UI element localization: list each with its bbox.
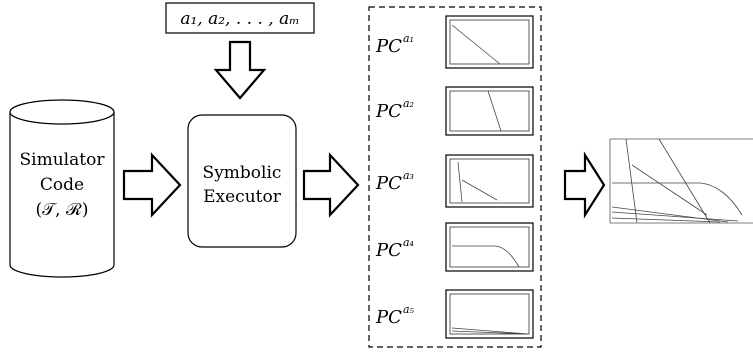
pc-label: PC xyxy=(375,240,402,261)
pc-label: PC xyxy=(375,101,402,122)
path-condition-4: PC a₄ xyxy=(375,222,534,272)
simulator-label-line3: (𝒯, ℛ) xyxy=(36,200,89,220)
simulator-label-line2: Code xyxy=(40,175,84,195)
symbolic-executor-box: Symbolic Executor xyxy=(187,114,297,248)
pc-plot-2 xyxy=(445,86,534,136)
pc-plot-4 xyxy=(445,222,534,272)
pc-superscript: a₁ xyxy=(403,32,414,45)
executor-label-line1: Symbolic xyxy=(203,163,282,183)
pc-plot-1 xyxy=(445,15,534,69)
pc-superscript: a₃ xyxy=(403,169,414,182)
combined-path-condition-plot xyxy=(609,138,753,224)
path-condition-5: PC a₅ xyxy=(375,289,534,339)
simulator-label-line1: Simulator xyxy=(20,150,106,170)
pc-superscript: a₂ xyxy=(403,97,414,110)
pc-plot-3 xyxy=(445,154,534,208)
right-arrow-2 xyxy=(302,152,360,218)
right-arrow-1 xyxy=(122,152,182,218)
simulator-code-cylinder: Simulator Code (𝒯, ℛ) xyxy=(9,99,115,278)
pc-label: PC xyxy=(375,173,402,194)
executor-label-line2: Executor xyxy=(203,187,282,207)
pc-label: PC xyxy=(375,307,402,328)
parameters-text: a₁, a₂, . . . , aₘ xyxy=(180,9,299,29)
path-condition-2: PC a₂ xyxy=(375,86,534,136)
pc-plot-5 xyxy=(445,289,534,339)
down-arrow xyxy=(213,40,267,100)
pc-label: PC xyxy=(375,36,402,57)
pc-superscript: a₄ xyxy=(403,236,414,249)
path-conditions-container xyxy=(368,6,542,348)
right-arrow-3 xyxy=(563,151,606,219)
parameters-box: a₁, a₂, . . . , aₘ xyxy=(165,2,315,34)
path-condition-1: PC a₁ xyxy=(375,15,534,69)
pc-superscript: a₅ xyxy=(403,303,415,316)
path-condition-3: PC a₃ xyxy=(375,154,534,208)
